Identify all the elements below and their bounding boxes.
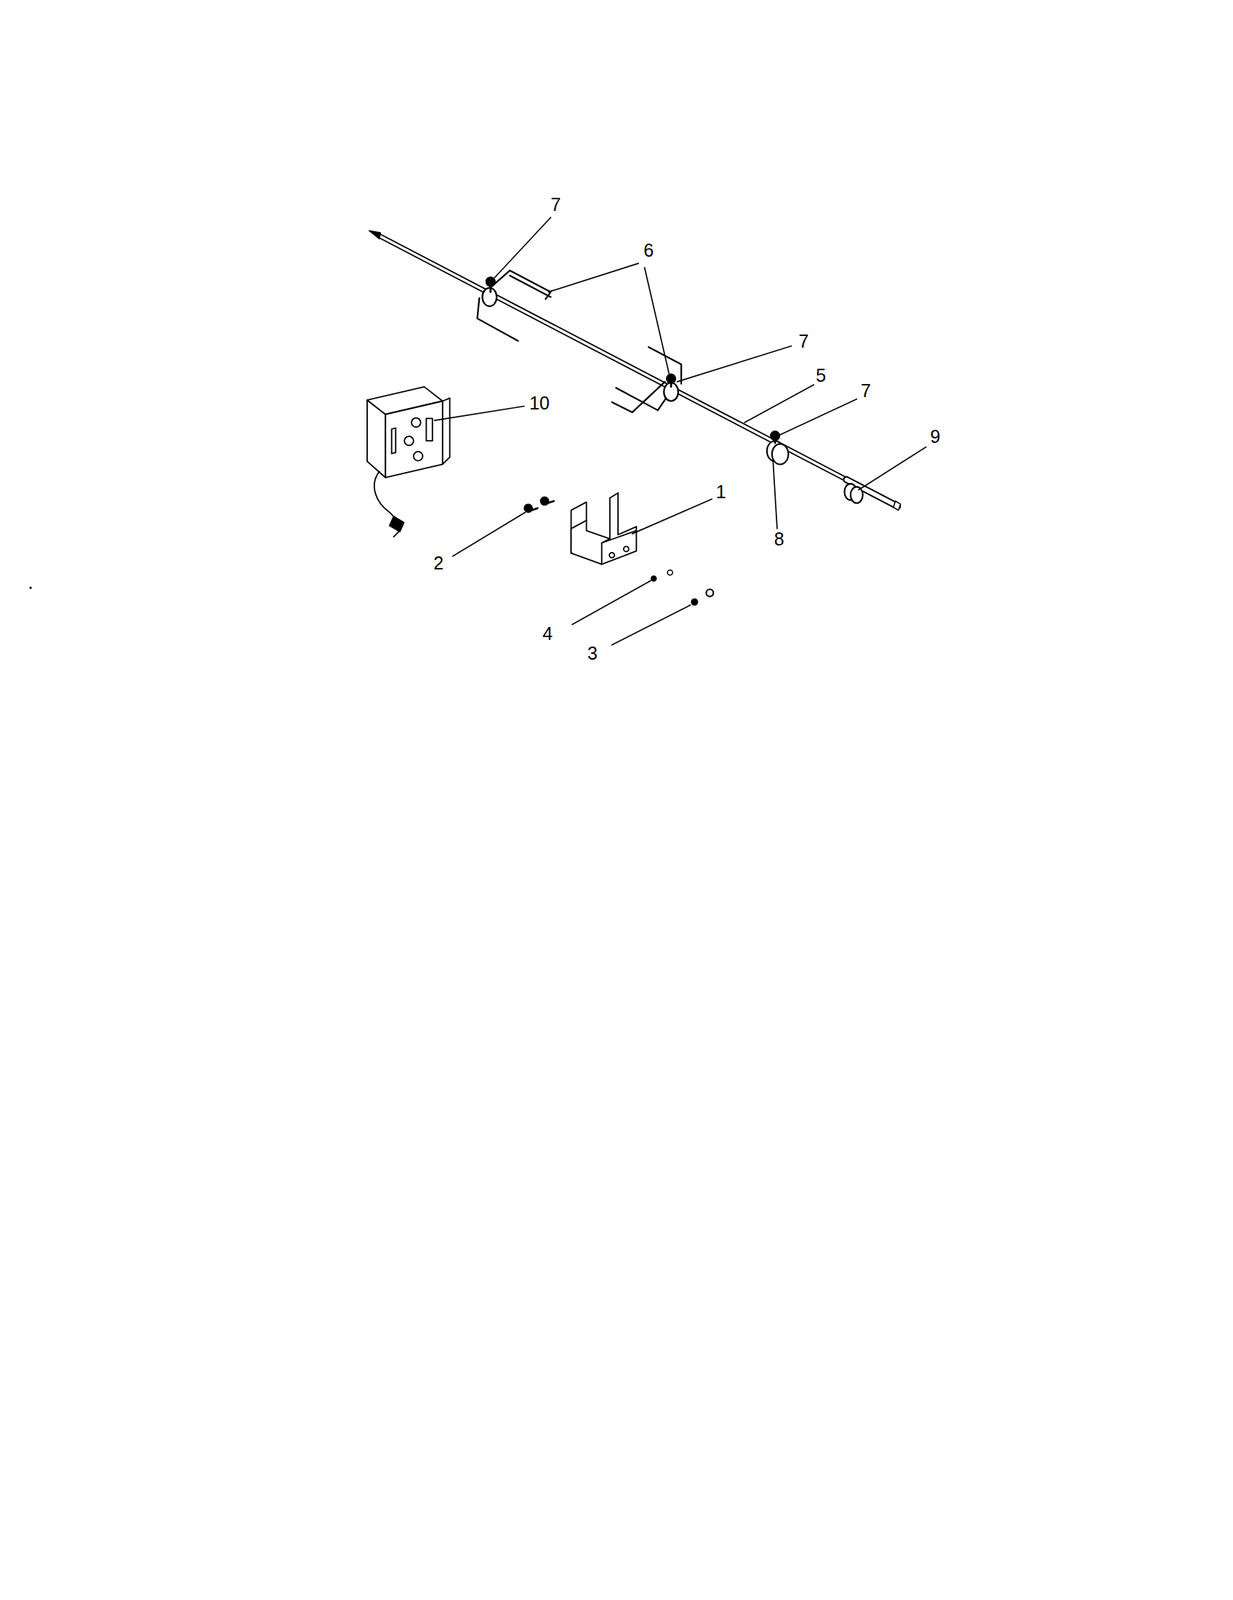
- callout-number: 3: [585, 643, 600, 662]
- callout-number: 2: [431, 553, 445, 573]
- thumb-screw: [485, 276, 780, 443]
- callout-number: 7: [859, 381, 873, 400]
- spit-sleeve: [844, 483, 863, 504]
- fork: [477, 270, 552, 341]
- callout-number: 7: [549, 194, 563, 214]
- callout-number: 5: [814, 366, 828, 385]
- callout-number: 8: [772, 529, 786, 548]
- spit-rod: [369, 230, 901, 510]
- mounting-bracket: [571, 492, 637, 565]
- callout-number: 1: [714, 482, 728, 501]
- motor: [367, 386, 451, 537]
- screw: [524, 496, 554, 512]
- callout-number: 6: [641, 240, 656, 259]
- callout-number: 7: [796, 331, 810, 350]
- callout-number: 10: [527, 394, 552, 413]
- hardware: [651, 569, 714, 605]
- callout-number: 4: [540, 624, 554, 643]
- leader-line: [434, 217, 927, 645]
- fork: [612, 346, 682, 413]
- collar: [766, 440, 789, 464]
- callout-number: 9: [928, 427, 942, 446]
